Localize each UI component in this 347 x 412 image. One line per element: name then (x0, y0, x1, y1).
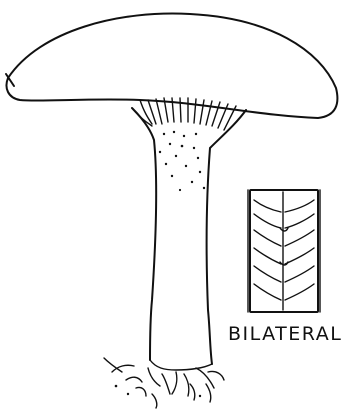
mushroom-base-roots (104, 358, 224, 408)
bilateral-label: BILATERAL (228, 323, 346, 345)
stem-stipple (159, 131, 205, 191)
bilateral-gill-section (248, 190, 320, 312)
